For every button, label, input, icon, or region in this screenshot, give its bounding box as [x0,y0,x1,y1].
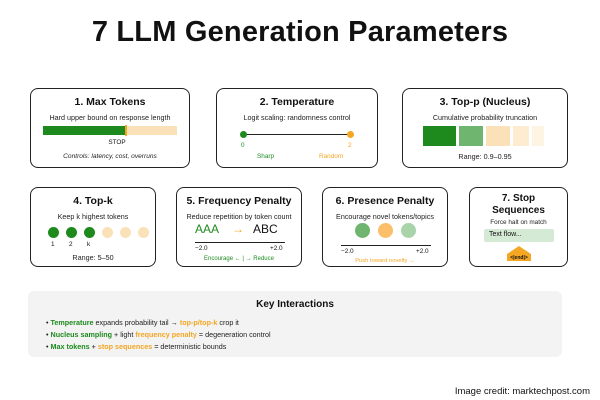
card-title: 4. Top-k [73,195,113,207]
arrow-icon: → [232,222,244,236]
image-credit: Image credit: marktechpost.com [454,386,590,397]
stop-arrow-icon [507,246,531,254]
interaction-term: Temperature [50,318,94,327]
interaction-term: stop sequences [97,342,153,351]
topic-circle-2 [378,223,393,238]
interaction-line-3: • Max tokens + stop sequences = determin… [46,342,227,351]
topic-circle-3 [401,223,416,238]
presence-max: +2.0 [416,248,429,255]
token-bar-used [43,126,125,135]
prob-block-5 [532,126,544,146]
top-k-label-k: k [87,241,91,248]
card-subtitle: Logit scaling: randomness control [243,113,351,122]
interaction-text: crop it [217,318,239,327]
end-token: <|end|> [510,255,528,261]
card-top-p: 3. Top-p (Nucleus) Cumulative probabilit… [402,88,568,168]
interaction-term: top-p/top-k [179,318,218,327]
card-title-line2: Sequences [492,205,545,216]
text-flow-box: Text flow... [484,229,554,242]
top-p-range: Range: 0.9–0.95 [458,152,512,161]
temperature-max: 2 [348,142,352,149]
frequency-min: −2.0 [195,245,208,252]
temperature-low-label: Sharp [257,153,275,160]
interaction-text: expands probability tail → [93,318,180,327]
top-k-label-2: 2 [69,241,73,248]
interaction-text: = deterministic bounds [152,342,227,351]
interaction-line-2: • Nucleus sampling + light frequency pen… [46,330,271,339]
token-bar-remaining [127,126,177,135]
card-title: 7. Stop [501,193,536,204]
stop-label: STOP [108,139,126,146]
token-circle-k [84,227,95,238]
interaction-term: frequency penalty [135,330,197,339]
interaction-text: + [89,342,98,351]
interaction-line-1: • Temperature expands probability tail →… [46,318,239,327]
frequency-max: +2.0 [270,245,283,252]
token-circle-2 [66,227,77,238]
interaction-text: = degeneration control [196,330,271,339]
prob-block-3 [486,126,510,146]
card-temperature: 2. Temperature Logit scaling: randomness… [216,88,378,168]
frequency-scale-label: Encourage ← | → Reduce [204,256,274,262]
token-circle-1 [48,227,59,238]
key-interactions-panel: Key Interactions • Temperature expands p… [28,291,562,357]
card-subtitle: Keep k highest tokens [57,212,129,221]
card-frequency-penalty: 5. Frequency Penalty Reduce repetition b… [176,187,302,267]
key-interactions-title: Key Interactions [256,299,334,310]
card-title: 5. Frequency Penalty [186,195,292,207]
presence-scale-label: Push toward novelty → [355,258,415,264]
temperature-high-dot [347,131,354,138]
end-token-box [507,254,531,261]
token-bar-limit [125,125,127,136]
card-title: 1. Max Tokens [74,96,146,108]
controls-note: Controls: latency, cost, overruns [63,153,157,160]
card-title: 6. Presence Penalty [335,195,435,207]
temperature-min: 0 [241,142,245,149]
card-subtitle: Cumulative probability truncation [432,113,538,122]
frequency-scale [195,242,285,244]
prob-block-4 [513,126,529,146]
diverse-text: ABC [253,222,278,236]
card-subtitle: Encourage novel tokens/topics [336,212,434,221]
temperature-scale [243,134,351,136]
text-flow-label: Text flow... [489,231,522,238]
token-bar [43,125,177,136]
card-presence-penalty: 6. Presence Penalty Encourage novel toke… [322,187,448,267]
prob-block-1 [423,126,456,146]
card-title: 3. Top-p (Nucleus) [439,96,531,108]
top-k-label-1: 1 [51,241,55,248]
token-circle-excluded-2 [120,227,131,238]
prob-block-2 [459,126,483,146]
card-top-k: 4. Top-k Keep k highest tokens 1 2 k Ran… [30,187,156,267]
token-circle-excluded-1 [102,227,113,238]
token-circle-excluded-3 [138,227,149,238]
card-subtitle: Force halt on match [490,219,547,226]
card-stop-sequences: 7. Stop Sequences Force halt on match Te… [469,187,568,267]
top-k-range: Range: 5–50 [72,253,114,262]
presence-scale [341,245,431,247]
temperature-low-dot [240,131,247,138]
card-subtitle: Reduce repetition by token count [186,212,292,221]
repeated-text: AAA [195,222,220,236]
presence-min: −2.0 [341,248,354,255]
interaction-term: Max tokens [50,342,90,351]
card-subtitle: Hard upper bound on response length [49,113,171,122]
interaction-text: + light [112,330,136,339]
topic-circle-1 [355,223,370,238]
page-title: 7 LLM Generation Parameters [91,16,509,48]
temperature-high-label: Random [319,153,344,160]
card-title: 2. Temperature [259,96,335,108]
card-max-tokens: 1. Max Tokens Hard upper bound on respon… [30,88,190,168]
interaction-term: Nucleus sampling [50,330,113,339]
